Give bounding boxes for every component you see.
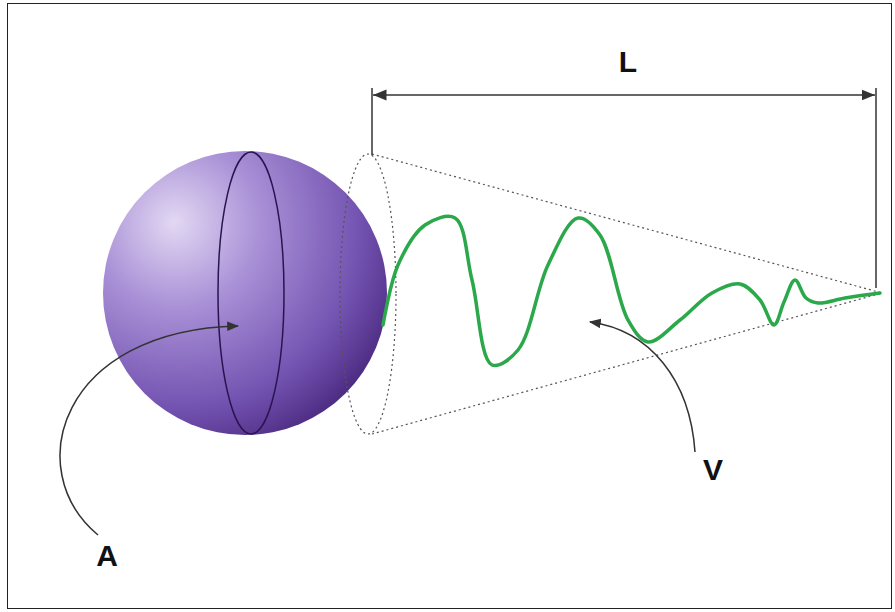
cross-section-ellipse (218, 152, 284, 434)
callout-label: L (619, 47, 637, 77)
leader-line (60, 326, 238, 535)
dimension-line (373, 94, 875, 96)
frame (8, 4, 892, 609)
dimension-tick (875, 88, 877, 288)
leader-line (590, 322, 695, 452)
callout-label: V (703, 455, 723, 485)
sphere (103, 151, 387, 435)
dimension-tick (371, 88, 373, 155)
cone-edge (372, 154, 882, 293)
wave (383, 216, 880, 365)
callout-label: A (96, 541, 118, 571)
